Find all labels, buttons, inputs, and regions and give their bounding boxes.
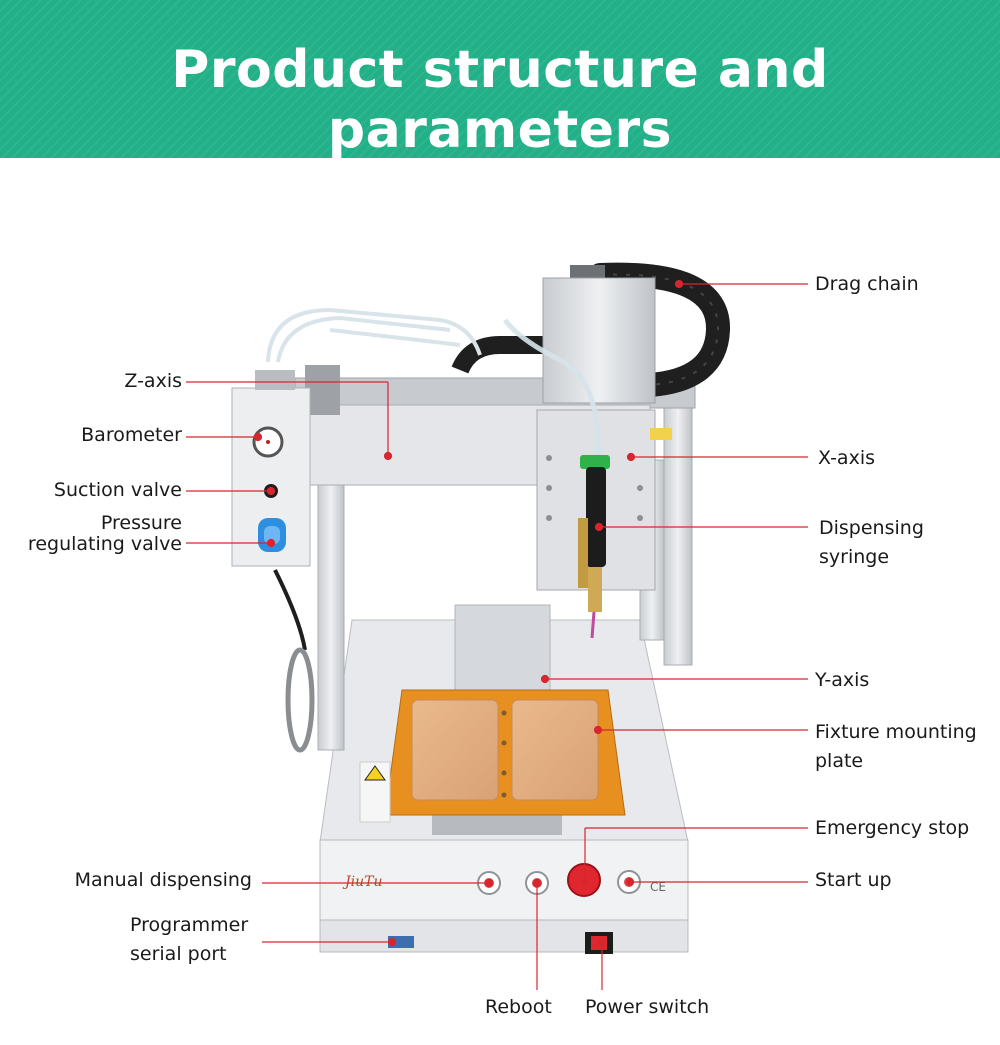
label-programmer-line1: Programmer (130, 914, 249, 936)
ce-mark: CE (650, 880, 666, 894)
label-power-switch: Power switch (585, 996, 710, 1018)
label-fixture-mounting-plate: Fixture mounting plate (815, 718, 977, 776)
label-programmer-serial-port: Programmer serial port (130, 911, 248, 969)
dispensing-syringe (503, 318, 610, 639)
label-drag-chain: Drag chain (815, 273, 919, 295)
air-tubes (266, 307, 482, 363)
label-syringe-line2: syringe (819, 546, 890, 568)
fixture-plate (384, 689, 626, 835)
label-suction-valve: Suction valve (53, 479, 182, 501)
label-syringe-line1: Dispensing (819, 517, 924, 539)
label-z-axis: Z-axis (124, 370, 182, 392)
page-title: Product structure and parameters (171, 40, 829, 160)
label-emergency-stop: Emergency stop (815, 817, 970, 839)
label-y-axis: Y-axis (815, 669, 870, 691)
brand-logo: JiuTu (342, 874, 382, 890)
header-banner: Product structure and parameters (0, 0, 1000, 160)
label-pressure-line2: regulating valve (27, 533, 182, 555)
label-dispensing-syringe: Dispensing syringe (819, 514, 924, 572)
warning-sticker (359, 761, 391, 823)
label-x-axis: X-axis (818, 447, 875, 469)
label-manual-dispensing: Manual dispensing (74, 869, 252, 891)
label-barometer: Barometer (81, 424, 182, 446)
label-reboot: Reboot (485, 996, 552, 1018)
leader-lines (186, 279, 808, 990)
label-start-up: Start up (815, 869, 892, 891)
control-box (231, 370, 315, 753)
label-pressure-regulating-valve: Pressure regulating valve (28, 513, 182, 555)
label-fixture-line1: Fixture mounting (815, 721, 977, 743)
label-programmer-line2: serial port (130, 943, 227, 965)
label-pressure-line1: Pressure (100, 512, 182, 534)
label-fixture-line2: plate (815, 750, 864, 772)
